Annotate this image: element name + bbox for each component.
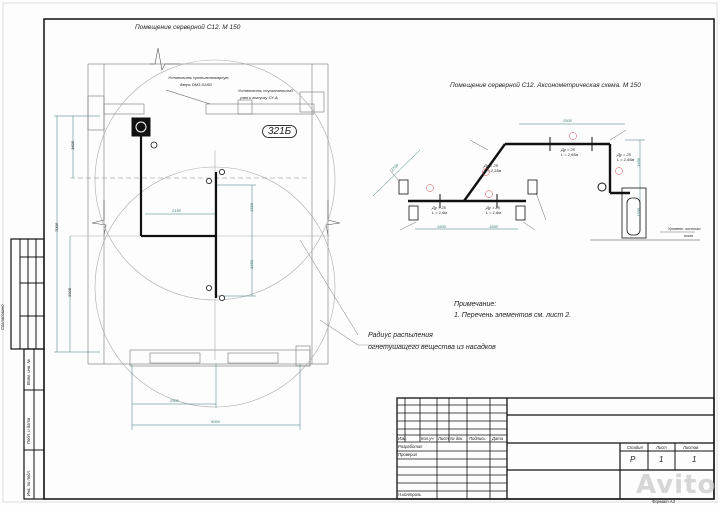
tb-role-norm-control: Н.контроль	[398, 492, 422, 497]
avito-watermark: Avito	[636, 470, 717, 500]
title-block-grid	[396, 397, 715, 500]
pipe-label-4-len: L = 2,65м	[561, 152, 579, 157]
tb-stage-value: Р	[630, 455, 636, 464]
pipe-label-5-dy: Ду = 25	[617, 152, 631, 157]
tb-role-checked: Проверил	[398, 452, 418, 457]
valve-callout-line1: Установить спускательный	[238, 88, 293, 93]
pipe-label-1-len: L = 1,6м	[432, 210, 448, 215]
tb-role-developed: Разработал	[398, 444, 423, 449]
dim-axo-riser: 1650	[635, 158, 641, 167]
pipe-label-4-dy: Ду = 25	[561, 147, 575, 152]
dim-left-total: 7000	[53, 223, 59, 232]
dim-branch-upper: 1650	[248, 203, 254, 212]
tb-stage-header: Стадия	[627, 445, 643, 450]
pipe-label-5-len: L = 1,65м	[617, 157, 635, 162]
tb-header-sign: Подпись	[469, 436, 486, 441]
floor-level-line1: Уровень чистого	[668, 226, 701, 231]
drawing-frame	[43, 18, 715, 500]
stamp-agreed: Согласовано	[0, 304, 5, 330]
tb-sheet-header: Лист	[656, 445, 667, 450]
tb-sheets-value: 1	[692, 455, 697, 464]
tb-header-kol: Кол.уч	[421, 436, 434, 441]
plan-dimension-lines	[54, 115, 301, 430]
pipe-label-3-len: L = 1,6м	[486, 210, 502, 215]
valve-callout-line2: узел к выпуску СУ-А	[240, 95, 278, 100]
pipe-label-1-dy: Ду = 25	[432, 205, 446, 210]
tb-header-date: Дата	[492, 436, 504, 441]
stamp-inv-orig: Инв. № подл.	[26, 470, 31, 496]
plan-view	[70, 47, 430, 408]
pipe-label-3-dy: Ду = 25	[486, 205, 500, 210]
dim-axo-top: 2500	[563, 118, 572, 123]
note-heading: Примечание:	[454, 301, 497, 308]
tb-format: Формат А3	[652, 499, 675, 504]
door-callout-line1: Установить противопожарную	[168, 75, 229, 80]
radius-note-line1: Радиус распыления	[368, 332, 433, 339]
axo-dimension-lines	[372, 123, 645, 232]
pipe-label-2-len: L = 2,15м	[484, 168, 502, 173]
tb-sheet-value: 1	[659, 455, 664, 464]
stamp-inv-dup: Взам. инв. №	[26, 359, 31, 385]
floor-level-line2: пола	[684, 233, 693, 238]
side-stamp	[10, 238, 45, 500]
dim-left-upper: 1600	[69, 141, 75, 150]
dim-axo-right-run: 1600	[489, 224, 498, 229]
door-callout-line2: дверь DM3-01/60	[180, 82, 212, 87]
pipe-label-2-dy: Ду = 25	[484, 163, 498, 168]
dim-left-lower: 3300	[66, 288, 72, 297]
dim-axo-cylinder: 1290	[635, 208, 641, 217]
tb-sheets-header: Листов	[683, 445, 699, 450]
tb-header-izm: Изм.	[398, 436, 407, 441]
axo-circled-markers	[426, 132, 623, 198]
axo-piping	[389, 129, 700, 241]
note-text: 1. Перечень элементов см. лист 2.	[454, 312, 572, 319]
dim-bottom-total: 5000	[211, 419, 220, 424]
tb-header-doc: № док.	[450, 436, 464, 441]
tb-header-list: Лист	[438, 436, 449, 441]
dim-axo-left-run: 1600	[437, 224, 446, 229]
dim-branch-horizontal: 2150	[172, 208, 181, 213]
axo-title: Помещение серверной С12. Аксонометрическ…	[450, 82, 641, 89]
room-tag: 321Б	[262, 125, 298, 138]
plan-title: Помещение серверной С12. М 150	[135, 24, 241, 31]
stamp-sign-date: Подп. и дата	[26, 417, 31, 444]
plan-piping	[131, 117, 225, 301]
radius-note-line2: огнетушащего вещества из насадков	[368, 344, 496, 351]
dim-bottom-half: 2500	[170, 398, 179, 403]
dim-branch-lower: 1650	[248, 260, 254, 269]
